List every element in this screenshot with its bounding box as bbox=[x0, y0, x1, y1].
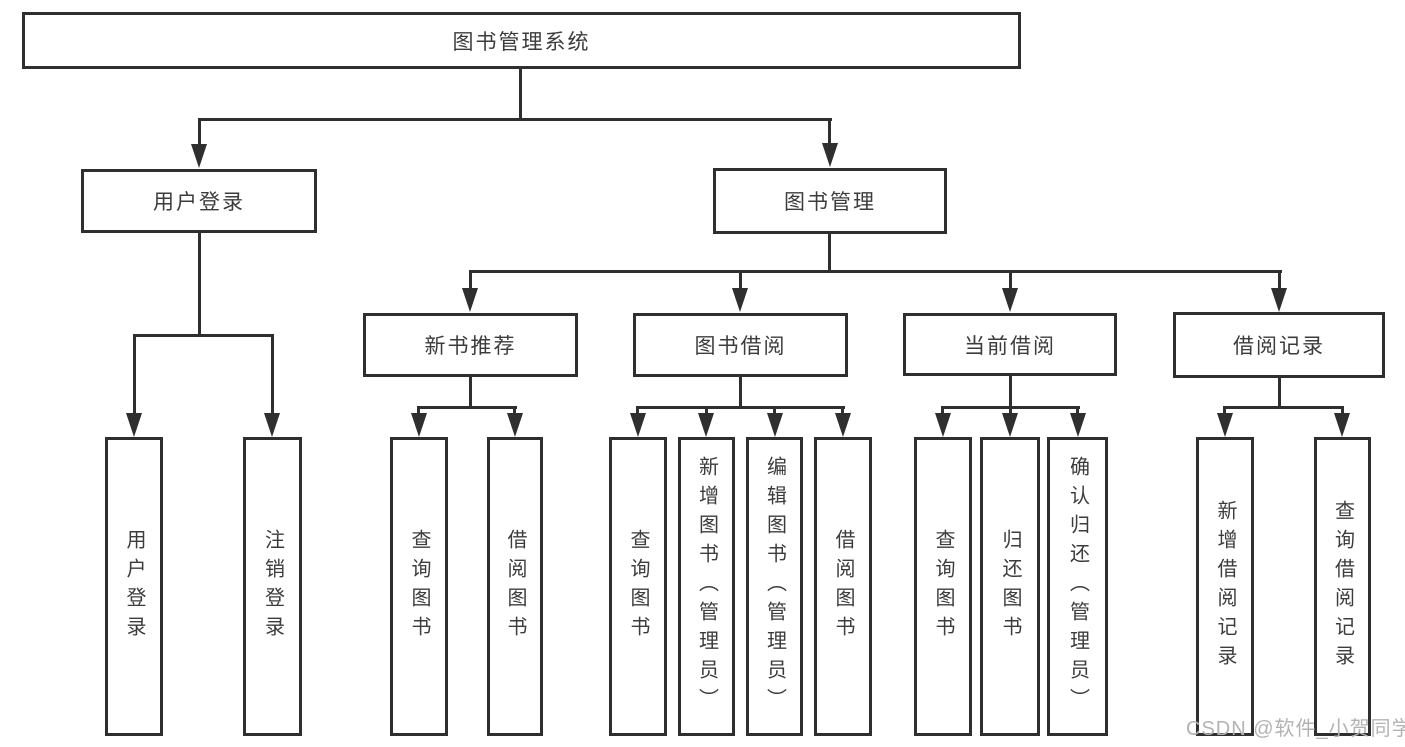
leaf-logout: 注销登录 bbox=[243, 437, 302, 736]
leaf-logout-label: 注销登录 bbox=[261, 528, 284, 645]
leaf-borrow-book: 借阅图书 bbox=[814, 437, 872, 736]
leaf-borrow-book-recommend: 借阅图书 bbox=[487, 437, 543, 736]
leaf-add-borrow-record-label: 新增借阅记录 bbox=[1214, 499, 1236, 674]
arrowhead-leaf bbox=[767, 413, 783, 437]
leaf-query-borrow-record-label: 查询借阅记录 bbox=[1331, 499, 1354, 674]
arrowhead-borrow-records bbox=[1271, 288, 1287, 312]
csdn-watermark: CSDN @软件_小贺同学 bbox=[1186, 718, 1405, 740]
arrowhead-leaf bbox=[507, 413, 523, 437]
leaf-query-book-borrow: 查询图书 bbox=[609, 437, 667, 736]
edge-to-user-login bbox=[198, 118, 201, 148]
arrowhead-leaf bbox=[1002, 413, 1018, 437]
arrowhead-leaf-logout bbox=[264, 413, 280, 437]
edge-new-book-rail bbox=[418, 406, 517, 409]
edge-user-login-rail bbox=[133, 334, 274, 337]
edge-book-borrow-stem bbox=[739, 377, 742, 408]
edge-to-borrow-records bbox=[1278, 270, 1281, 294]
edge-leaf-stub bbox=[1341, 406, 1344, 417]
edge-to-leaf-login bbox=[133, 334, 136, 418]
leaf-user-login: 用户登录 bbox=[105, 437, 163, 736]
arrowhead-current-borrow bbox=[1002, 288, 1018, 312]
node-current-borrow: 当前借阅 bbox=[903, 313, 1117, 376]
edge-leaf-stub bbox=[1076, 406, 1079, 417]
edge-new-book-stem bbox=[469, 377, 472, 408]
leaf-add-borrow-record: 新增借阅记录 bbox=[1196, 437, 1254, 736]
arrowhead-leaf bbox=[630, 413, 646, 437]
leaf-return-book-label: 归还图书 bbox=[999, 528, 1021, 645]
arrowhead-leaf bbox=[935, 413, 951, 437]
leaf-borrow-book-recommend-label: 借阅图书 bbox=[504, 528, 526, 645]
leaf-query-borrow-record: 查询借阅记录 bbox=[1314, 437, 1371, 736]
leaf-query-book-current-label: 查询图书 bbox=[932, 528, 954, 645]
edge-to-leaf-logout bbox=[271, 334, 274, 418]
edge-leaf-stub bbox=[1009, 406, 1012, 417]
edge-book-borrow-rail bbox=[637, 406, 845, 409]
edge-leaf-stub bbox=[705, 406, 708, 417]
leaf-user-login-label: 用户登录 bbox=[123, 528, 145, 645]
node-new-book-recommend-label: 新书推荐 bbox=[424, 335, 517, 358]
node-book-management-label: 图书管理 bbox=[784, 191, 876, 214]
edge-user-login-stem bbox=[198, 232, 201, 336]
node-borrow-records: 借阅记录 bbox=[1173, 312, 1385, 378]
node-book-borrow: 图书借阅 bbox=[633, 313, 848, 377]
edge-book-management-stem bbox=[828, 234, 831, 273]
leaf-borrow-book-label: 借阅图书 bbox=[832, 528, 854, 645]
arrowhead-leaf bbox=[411, 413, 427, 437]
edge-leaf-stub bbox=[841, 406, 844, 417]
arrowhead-leaf-login bbox=[126, 413, 142, 437]
leaf-query-book-recommend: 查询图书 bbox=[390, 437, 448, 736]
edge-leaf-stub bbox=[1223, 406, 1226, 417]
edge-root-stem bbox=[519, 69, 522, 118]
edge-leaf-stub bbox=[513, 406, 516, 417]
edge-to-new-book bbox=[469, 270, 472, 294]
arrowhead-book-borrow bbox=[732, 288, 748, 312]
edge-leaf-stub bbox=[636, 406, 639, 417]
leaf-query-book-borrow-label: 查询图书 bbox=[627, 528, 649, 645]
node-user-login-label: 用户登录 bbox=[153, 191, 245, 214]
node-root-label: 图书管理系统 bbox=[452, 30, 591, 54]
leaf-confirm-return-admin: 确认归还（管理员） bbox=[1047, 437, 1108, 736]
leaf-return-book: 归还图书 bbox=[980, 437, 1040, 736]
leaf-confirm-return-admin-label: 确认归还（管理员） bbox=[1066, 456, 1089, 717]
edge-current-borrow-stem bbox=[1009, 376, 1012, 408]
arrowhead-leaf bbox=[698, 413, 714, 437]
arrowhead-new-book bbox=[462, 288, 478, 312]
edge-to-current-borrow bbox=[1009, 270, 1012, 294]
arrowhead-leaf bbox=[1217, 413, 1233, 437]
edge-leaf-stub bbox=[941, 406, 944, 417]
leaf-add-book-admin-label: 新增图书（管理员） bbox=[695, 456, 718, 717]
edge-book-management-rail bbox=[469, 270, 1282, 273]
leaf-query-book-recommend-label: 查询图书 bbox=[408, 528, 430, 645]
leaf-edit-book-admin-label: 编辑图书（管理员） bbox=[763, 456, 786, 717]
edge-to-book-management bbox=[828, 118, 831, 148]
arrowhead-book-management bbox=[822, 143, 838, 167]
node-new-book-recommend: 新书推荐 bbox=[363, 313, 578, 377]
node-root: 图书管理系统 bbox=[22, 12, 1021, 69]
arrowhead-leaf bbox=[1334, 413, 1350, 437]
edge-leaf-stub bbox=[417, 406, 420, 417]
edge-borrow-records-rail bbox=[1224, 406, 1344, 409]
node-current-borrow-label: 当前借阅 bbox=[964, 334, 1056, 358]
edge-root-rail bbox=[198, 118, 832, 121]
node-user-login: 用户登录 bbox=[81, 169, 317, 233]
arrowhead-leaf bbox=[1070, 413, 1086, 437]
edge-leaf-stub bbox=[773, 406, 776, 417]
arrowhead-user-login bbox=[191, 144, 207, 168]
leaf-edit-book-admin: 编辑图书（管理员） bbox=[746, 437, 803, 736]
leaf-add-book-admin: 新增图书（管理员） bbox=[678, 437, 735, 736]
edge-borrow-records-stem bbox=[1278, 378, 1281, 408]
node-borrow-records-label: 借阅记录 bbox=[1233, 335, 1325, 358]
node-book-management: 图书管理 bbox=[713, 168, 947, 234]
arrowhead-leaf bbox=[835, 413, 851, 437]
leaf-query-book-current: 查询图书 bbox=[914, 437, 972, 736]
node-book-borrow-label: 图书借阅 bbox=[694, 335, 787, 358]
edge-to-book-borrow bbox=[739, 270, 742, 294]
